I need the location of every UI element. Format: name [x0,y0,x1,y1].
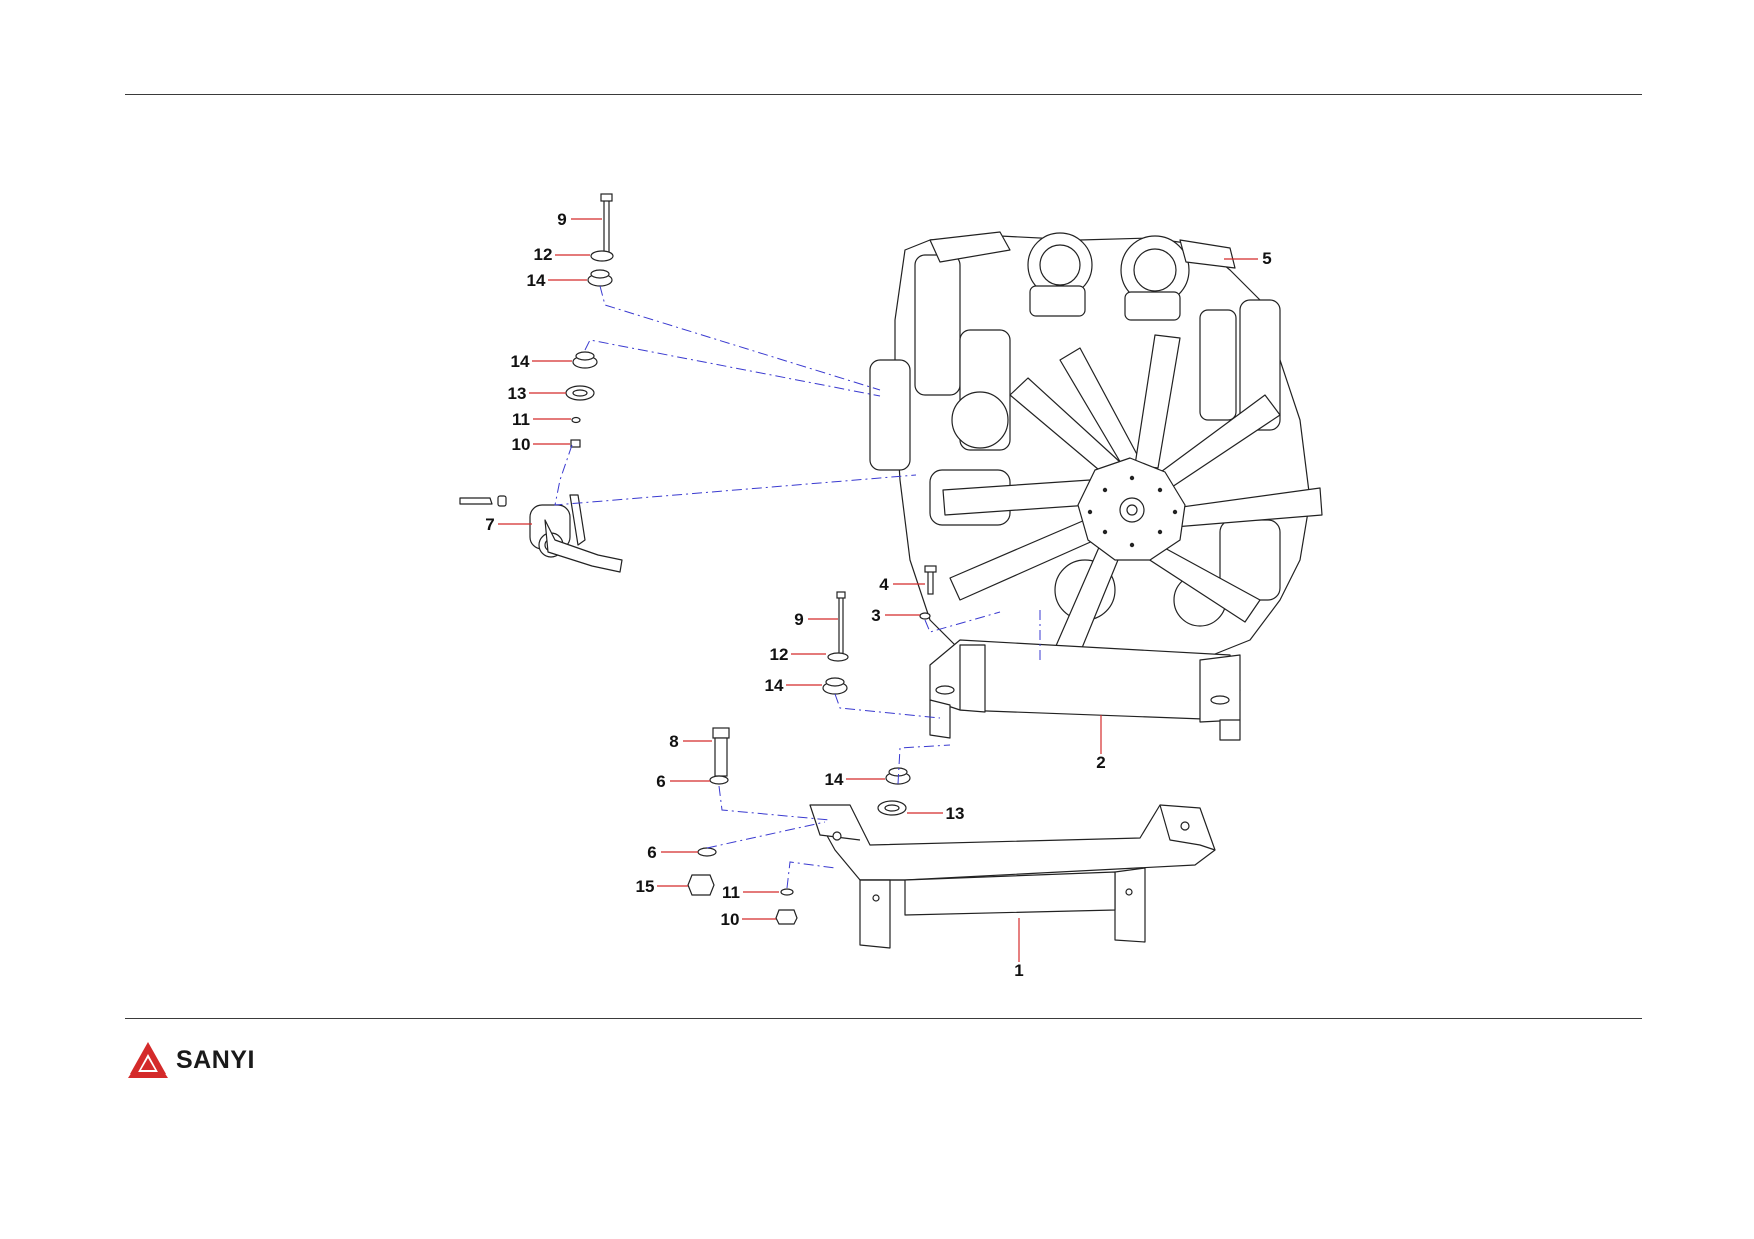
callout-12b: 12 [770,645,826,664]
callout-14d: 14 [825,770,885,789]
callout-15: 15 [636,877,688,896]
callout-label: 13 [946,804,965,823]
callout-10a: 10 [512,435,570,454]
engine-subframe [929,639,1241,741]
callout-label: 7 [485,515,494,534]
callout-13a: 13 [508,384,566,403]
callout-10b: 10 [721,910,776,929]
callout-9b: 9 [794,610,838,629]
callout-label: 1 [1014,961,1023,980]
fan-hub-bolts [1087,475,1178,548]
brand-name: SANYI [176,1045,255,1074]
top-rule [125,94,1642,95]
callout-label: 8 [669,732,678,751]
callout-label: 10 [512,435,531,454]
callout-5: 5 [1224,249,1272,268]
callout-6b: 6 [647,843,698,862]
fan [942,334,1323,666]
callout-8: 8 [669,732,712,751]
callout-14b: 14 [511,352,572,371]
alternator [459,494,623,573]
callout-label: 11 [722,883,740,902]
callout-label: 4 [879,575,889,594]
callout-1: 1 [1014,918,1024,980]
callout-label: 12 [534,245,553,264]
callout-label: 9 [794,610,803,629]
callout-label: 14 [765,676,784,695]
callout-2: 2 [1096,715,1106,772]
callout-label: 10 [721,910,740,929]
callout-label: 12 [770,645,789,664]
callout-label: 2 [1096,753,1105,772]
hardware-parts [565,193,937,925]
sanyi-logo-mark-icon [128,1042,168,1078]
assembly-lines [554,285,1041,889]
bottom-rule [125,1018,1642,1019]
callout-label: 6 [656,772,665,791]
callout-label: 14 [511,352,530,371]
callout-label: 6 [647,843,656,862]
callout-label: 5 [1262,249,1271,268]
callout-11a: 11 [512,410,571,429]
callout-label: 13 [508,384,527,403]
callout-label: 11 [512,410,530,429]
callout-3: 3 [871,606,920,625]
callout-9a: 9 [557,210,602,229]
callout-7: 7 [485,515,532,534]
base-frame [809,804,1216,949]
callout-label: 14 [527,271,546,290]
callout-12a: 12 [534,245,590,264]
callout-label: 14 [825,770,844,789]
callout-6a: 6 [656,772,710,791]
callout-11b: 11 [722,883,779,902]
callout-label: 15 [636,877,655,896]
callout-4: 4 [879,575,925,594]
brand-logo: SANYI [126,1040,255,1080]
callout-14c: 14 [765,676,822,695]
callout-13b: 13 [907,804,964,823]
callout-label: 3 [871,606,880,625]
callout-label: 9 [557,210,566,229]
callout-14a: 14 [527,271,587,290]
